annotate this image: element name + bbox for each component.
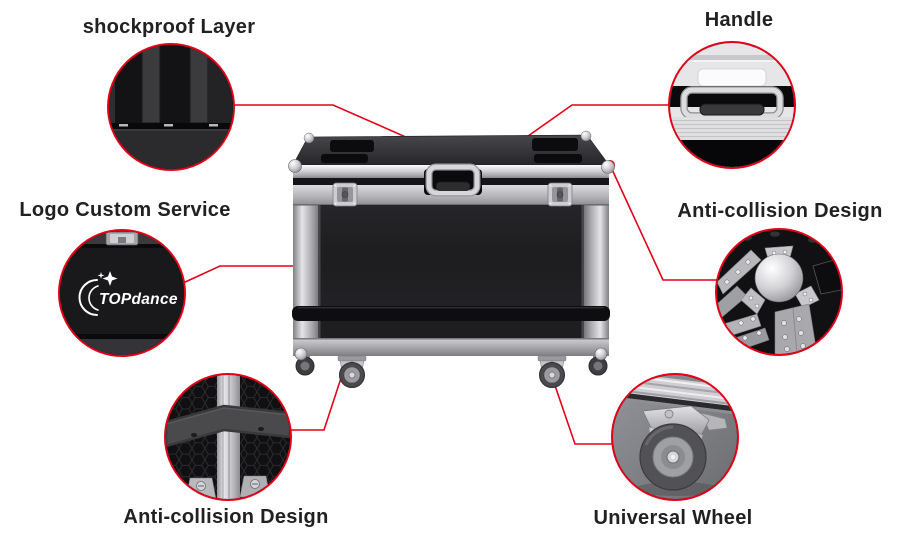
small-star-icon <box>97 272 105 279</box>
case-lid <box>292 130 610 166</box>
ball-corner-detail-photo <box>715 228 843 356</box>
callout-label-handle: Handle <box>704 9 774 31</box>
bumper-detail-photo <box>164 373 292 501</box>
ball-corners-front <box>288 159 615 361</box>
flight-case-image <box>288 130 615 388</box>
callout-label-logo: Logo Custom Service <box>19 199 231 221</box>
brand-logo-text: TOPdance <box>99 291 178 308</box>
callout-label-anti-collision-corner: Anti-collision Design <box>677 200 883 222</box>
front-caster-right <box>537 355 567 388</box>
brand-logo: TOPdance <box>78 271 178 316</box>
callout-label-universal-wheel: Universal Wheel <box>593 507 753 529</box>
corner-ball <box>754 253 804 303</box>
callout-line-wheel <box>548 367 614 445</box>
shockproof-detail-photo <box>107 43 235 171</box>
callout-line-shockproof <box>233 104 434 150</box>
ball-corner-image <box>717 230 841 354</box>
wheel-detail-photo <box>611 373 739 501</box>
callout-line-corner <box>609 164 718 281</box>
branded-panel-image: TOPdance <box>60 231 184 355</box>
star-icon <box>102 271 118 286</box>
ball-corner <box>580 130 592 142</box>
latch-left <box>332 182 358 207</box>
latch-right <box>547 182 573 207</box>
rubber-bumper-image <box>166 375 290 499</box>
case-bottom-rim <box>293 338 609 356</box>
case-interior-foam-image <box>109 45 233 169</box>
rubber-bumper-strip <box>292 306 610 321</box>
bumper-highlight <box>298 307 604 309</box>
logo-detail-photo: TOPdance <box>58 229 186 357</box>
recessed-handle-image <box>670 43 794 167</box>
ball-corner <box>303 132 315 144</box>
handle-detail-photo <box>668 41 796 169</box>
front-caster-left <box>337 355 367 388</box>
caster-wheel-image <box>613 375 737 499</box>
callout-label-shockproof: shockproof Layer <box>82 16 256 38</box>
callout-label-anti-collision-bumper: Anti-collision Design <box>123 506 329 528</box>
case-top-handle <box>424 163 482 197</box>
